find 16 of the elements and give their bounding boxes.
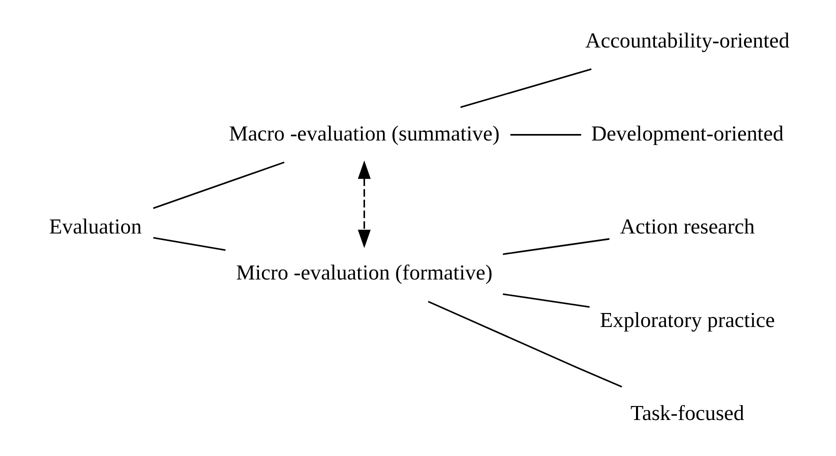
- node-text: Evaluation: [48, 214, 142, 239]
- node-text: Development-oriented: [590, 121, 784, 146]
- node-text: Accountability-oriented: [584, 28, 789, 52]
- arrow: [357, 160, 370, 248]
- node-text: Task-focused: [630, 401, 744, 426]
- connector: [152, 162, 284, 209]
- connector: [427, 300, 622, 388]
- node-text: Macro -evaluation (summative): [228, 121, 500, 146]
- connector: [502, 293, 590, 308]
- node-text: Exploratory practice: [599, 308, 774, 332]
- connector: [510, 134, 581, 136]
- connector: [152, 236, 226, 251]
- connector: [502, 238, 610, 255]
- node-text: Action research: [620, 214, 754, 239]
- connector: [460, 68, 592, 108]
- node-text: Micro -evaluation (formative): [236, 260, 492, 284]
